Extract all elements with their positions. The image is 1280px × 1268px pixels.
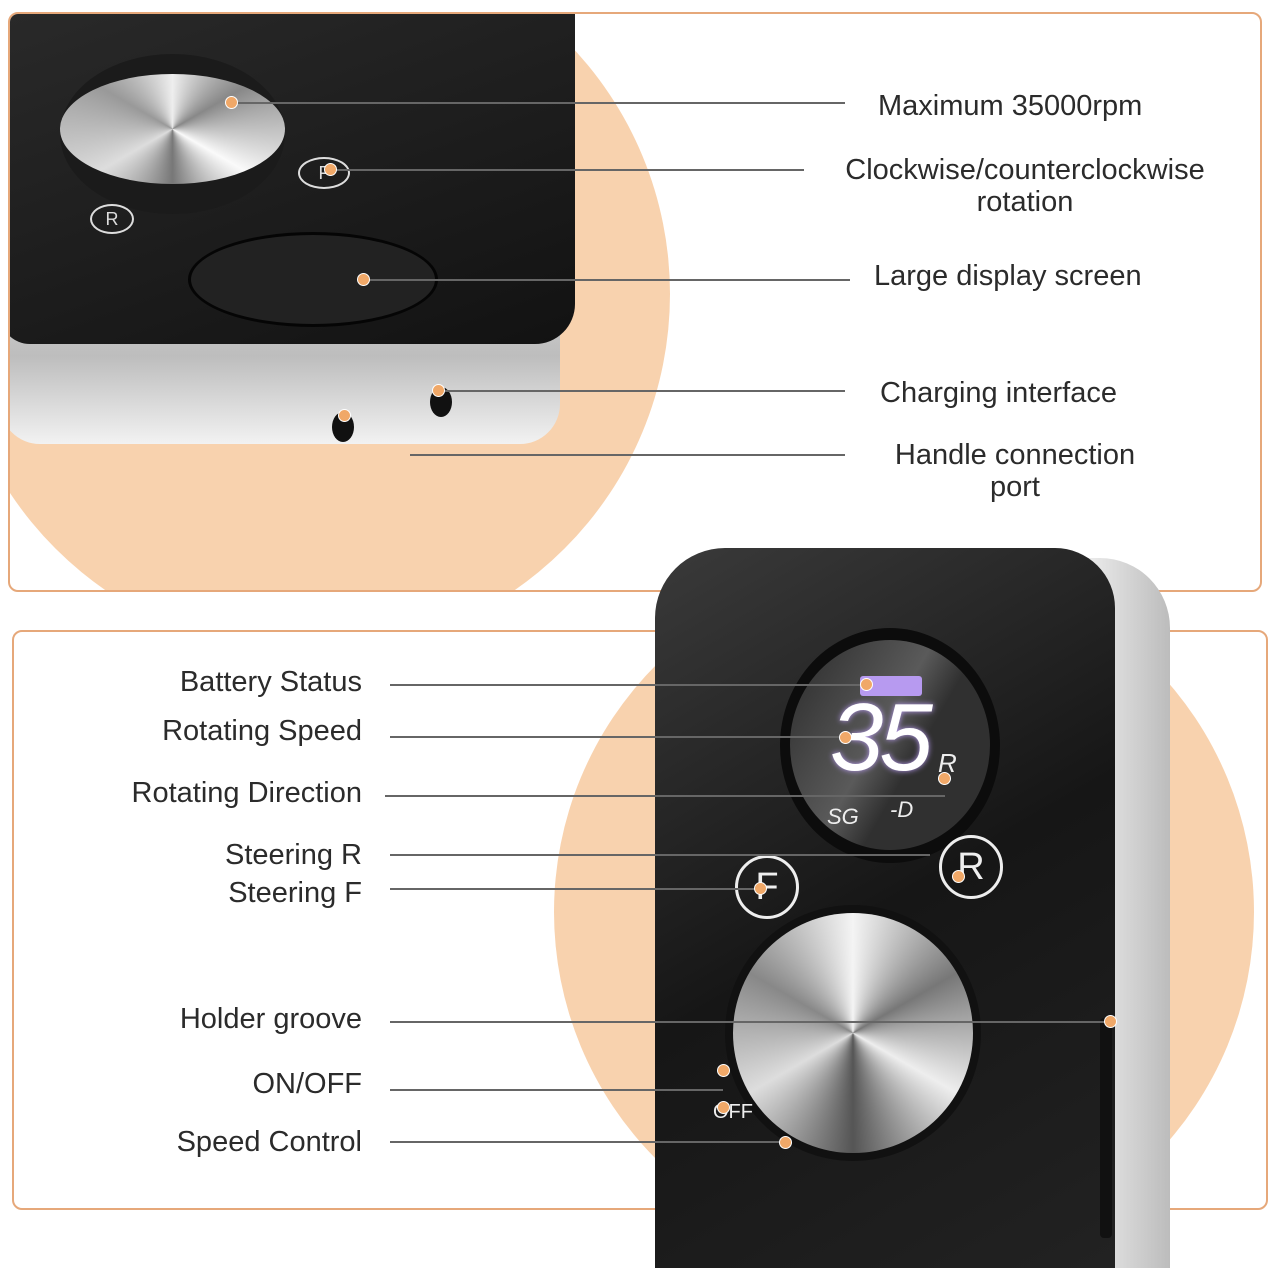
label-rotation: Clockwise/counterclockwise rotation — [845, 154, 1205, 218]
label-speed: Rotating Speed — [162, 715, 362, 747]
label-charging: Charging interface — [880, 377, 1117, 409]
top-feature-panel: R F — [8, 12, 1262, 592]
button-r: R — [90, 204, 134, 234]
direction-readout: R — [938, 748, 957, 778]
display-screen — [790, 640, 990, 850]
speed-knob — [733, 913, 973, 1153]
mode-left: SG — [827, 804, 859, 829]
holder-groove — [1100, 1018, 1112, 1238]
device-front-view: 35 R SG -D F R OFF — [655, 548, 1170, 1268]
mode-right: -D — [890, 797, 914, 822]
label-speed-control: Speed Control — [176, 1126, 362, 1158]
button-f: F — [735, 855, 799, 919]
button-f: F — [298, 157, 350, 189]
label-max-rpm: Maximum 35000rpm — [878, 90, 1143, 122]
button-r: R — [939, 835, 1003, 899]
label-direction: Rotating Direction — [131, 777, 363, 809]
label-battery: Battery Status — [179, 666, 362, 698]
device-top-view: R F — [10, 14, 600, 484]
label-steering-f: Steering F — [228, 877, 362, 909]
label-holder-groove: Holder groove — [179, 1003, 362, 1035]
label-handle-port: Handle connection port — [894, 439, 1136, 503]
label-display: Large display screen — [874, 260, 1142, 292]
battery-icon — [860, 676, 922, 696]
knob-cap — [60, 74, 285, 184]
label-on-off: ON/OFF — [252, 1068, 362, 1100]
label-steering-r: Steering R — [224, 839, 362, 871]
